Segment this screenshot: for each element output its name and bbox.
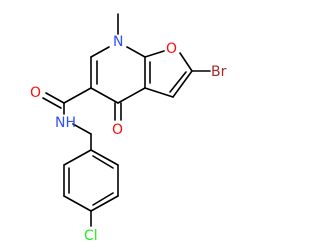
bond-c2-c3 [172,70,193,98]
bond-c6-n [90,46,110,58]
bond-c8a-o [144,50,165,58]
bond-ar4 [63,195,92,212]
bond-c4a-c4 [117,87,146,104]
atom-ketone-o: O [112,122,123,138]
bond-o-c2 [179,52,193,72]
bond-ar6 [63,149,92,166]
bond-c4-c5 [90,87,119,104]
bond-ar-inner2 [92,192,114,206]
atom-br: Br [211,64,227,80]
atom-amide-o: O [30,85,41,101]
atom-cl: Cl [84,228,98,244]
bond-ar1 [90,149,119,166]
bond-c3-c4a [144,87,174,98]
bond-amidec-o-double [42,97,62,109]
atom-furan-o: O [166,41,177,57]
bond-n-ch2 [72,123,92,135]
atom-amide-n: NH [55,115,76,131]
bond-ar-inner1 [92,155,114,169]
bond-c5-amidec [63,87,92,104]
atom-ring-n: N [113,34,123,50]
bond-ar3 [90,195,119,212]
molecule-structure: N O Br O O NH Cl [30,13,227,244]
bond-n-c8a [126,46,146,58]
bond-amidec-o [45,92,65,104]
bond-c2-c3-double [169,71,187,93]
